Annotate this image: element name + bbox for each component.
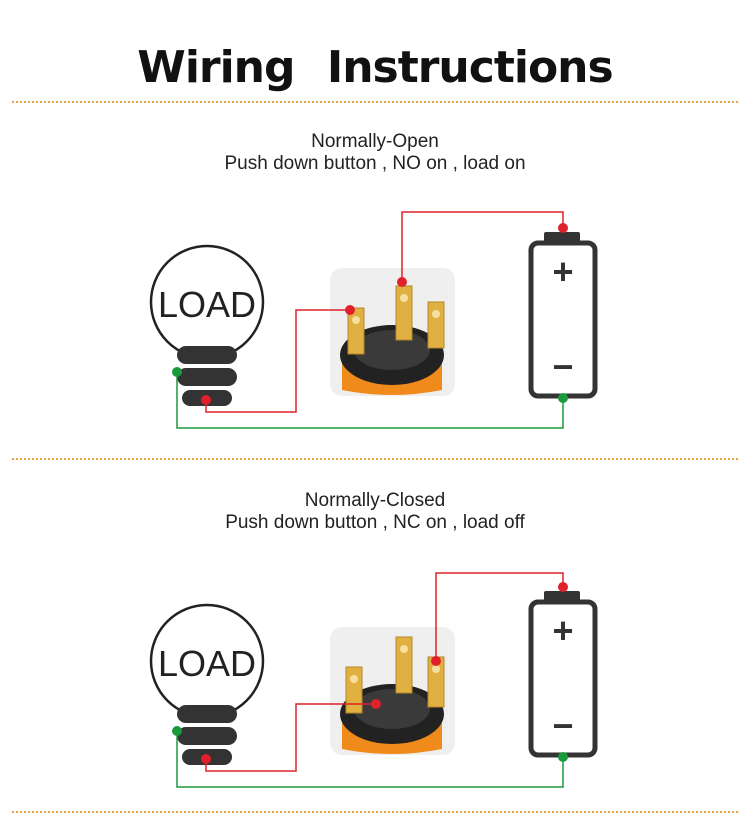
green-wire-load-to-battery xyxy=(176,731,564,788)
green-wire-load-to-battery xyxy=(176,372,564,429)
battery-plus-label: + xyxy=(552,610,573,651)
battery-icon: + − xyxy=(528,232,598,399)
divider xyxy=(12,458,738,460)
battery-minus-label: − xyxy=(552,346,573,387)
section-nc-subtitle: Push down button , NC on , load off xyxy=(225,512,525,533)
battery-plus-label: + xyxy=(552,251,573,292)
section-no-title: Normally-Open xyxy=(311,131,439,152)
battery-minus-label: − xyxy=(552,705,573,746)
battery-icon: + − xyxy=(528,591,598,758)
red-wire-battery-to-switch xyxy=(401,211,564,282)
section-no-subtitle: Push down button , NO on , load on xyxy=(224,153,526,174)
load-label: LOAD xyxy=(158,643,256,684)
red-wire-switch-to-load xyxy=(205,309,350,413)
section-nc-title: Normally-Closed xyxy=(304,490,446,511)
normally-closed-diagram: LOAD + − xyxy=(149,572,598,788)
load-label: LOAD xyxy=(158,284,256,325)
divider xyxy=(12,811,738,813)
load-bulb-icon: LOAD xyxy=(149,244,265,406)
switch-photo xyxy=(330,268,455,396)
load-bulb-icon: LOAD xyxy=(149,603,265,765)
page-title: Wiring Instructions xyxy=(137,42,613,93)
normally-open-diagram: LOAD + − xyxy=(149,211,598,429)
switch-photo xyxy=(330,627,455,755)
divider xyxy=(12,101,738,103)
red-wire-switch-to-load xyxy=(205,703,376,772)
red-wire-battery-to-switch xyxy=(435,572,564,661)
